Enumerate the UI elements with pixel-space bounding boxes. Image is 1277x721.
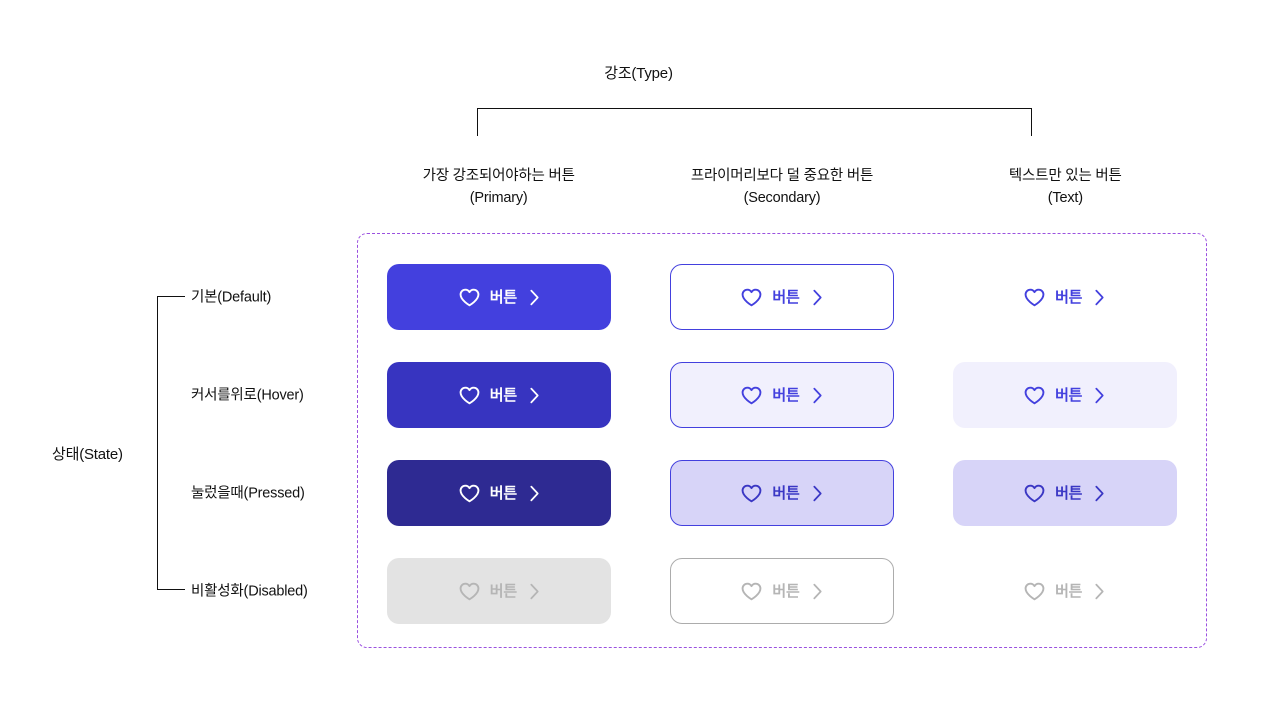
button-secondary-pressed[interactable]: 버튼 xyxy=(670,460,894,526)
button-label: 버튼 xyxy=(772,582,800,600)
heart-outline-icon xyxy=(459,288,480,307)
cell-secondary-disabled: 버튼 xyxy=(641,558,924,624)
button-text-disabled: 버튼 xyxy=(953,558,1177,624)
heart-outline-icon xyxy=(741,386,762,405)
heart-outline-icon xyxy=(1024,288,1045,307)
button-secondary-default[interactable]: 버튼 xyxy=(670,264,894,330)
state-label-default: 기본(Default) xyxy=(191,289,272,306)
button-row-hover: 버튼 버튼 버튼 xyxy=(358,362,1206,428)
cell-secondary-default: 버튼 xyxy=(641,264,924,330)
state-axis-bracket-tick-top xyxy=(157,296,185,297)
chevron-right-icon xyxy=(812,485,823,502)
chevron-right-icon xyxy=(1094,289,1105,306)
button-row-pressed: 버튼 버튼 버튼 xyxy=(358,460,1206,526)
chevron-right-icon xyxy=(812,387,823,404)
cell-secondary-pressed: 버튼 xyxy=(641,460,924,526)
cell-text-pressed: 버튼 xyxy=(923,460,1206,526)
heart-outline-icon xyxy=(741,582,762,601)
button-text-hover[interactable]: 버튼 xyxy=(952,362,1177,428)
button-label: 버튼 xyxy=(772,288,800,306)
state-label-disabled: 비활성화(Disabled) xyxy=(191,583,308,600)
button-label: 버튼 xyxy=(1055,484,1083,502)
cell-primary-hover: 버튼 xyxy=(358,362,641,428)
column-header-secondary-line1: 프라이머리보다 덜 중요한 버튼 xyxy=(690,168,874,184)
button-primary-pressed[interactable]: 버튼 xyxy=(387,460,612,526)
type-axis-bracket-drop-right xyxy=(1031,108,1032,136)
chevron-right-icon xyxy=(1094,485,1105,502)
cell-secondary-hover: 버튼 xyxy=(641,362,924,428)
column-header-secondary-line2: (Secondary) xyxy=(743,190,821,206)
state-axis-bracket xyxy=(157,296,185,590)
button-row-default: 버튼 버튼 버튼 xyxy=(358,264,1206,330)
heart-outline-icon xyxy=(741,288,762,307)
column-header-primary: 가장 강조되어야하는 버튼 (Primary) xyxy=(357,165,640,209)
column-header-text-line2: (Text) xyxy=(1047,190,1083,206)
state-axis-bracket-rail xyxy=(157,296,158,590)
heart-outline-icon xyxy=(741,484,762,503)
heart-outline-icon xyxy=(1024,484,1045,503)
cell-text-default: 버튼 xyxy=(923,264,1206,330)
chevron-right-icon xyxy=(812,289,823,306)
type-axis-bracket-rail xyxy=(477,108,1032,109)
column-header-primary-line2: (Primary) xyxy=(469,190,528,206)
heart-outline-icon xyxy=(459,484,480,503)
type-axis-bracket-drop-left xyxy=(477,108,478,136)
state-label-pressed: 눌렀을때(Pressed) xyxy=(191,485,305,502)
state-label-hover: 커서를위로(Hover) xyxy=(191,387,304,404)
button-secondary-hover[interactable]: 버튼 xyxy=(670,362,894,428)
cell-primary-default: 버튼 xyxy=(358,264,641,330)
chevron-right-icon xyxy=(529,485,540,502)
button-row-disabled: 버튼 버튼 버튼 xyxy=(358,558,1206,624)
button-text-pressed[interactable]: 버튼 xyxy=(952,460,1177,526)
column-header-text: 텍스트만 있는 버튼 (Text) xyxy=(924,165,1207,209)
type-axis-bracket xyxy=(477,108,1032,136)
state-axis-title: 상태(State) xyxy=(52,446,123,463)
cell-primary-disabled: 버튼 xyxy=(358,558,641,624)
button-primary-hover[interactable]: 버튼 xyxy=(387,362,612,428)
chevron-right-icon xyxy=(529,289,540,306)
chevron-right-icon xyxy=(529,583,540,600)
heart-outline-icon xyxy=(459,386,480,405)
button-label: 버튼 xyxy=(772,386,800,404)
chevron-right-icon xyxy=(812,583,823,600)
chevron-right-icon xyxy=(1094,387,1105,404)
heart-outline-icon xyxy=(1024,582,1045,601)
heart-outline-icon xyxy=(459,582,480,601)
heart-outline-icon xyxy=(1024,386,1045,405)
button-label: 버튼 xyxy=(1055,582,1083,600)
button-label: 버튼 xyxy=(489,582,517,600)
state-axis-bracket-tick-bottom xyxy=(157,589,185,590)
chevron-right-icon xyxy=(1094,583,1105,600)
button-label: 버튼 xyxy=(772,484,800,502)
button-primary-default[interactable]: 버튼 xyxy=(387,264,612,330)
button-label: 버튼 xyxy=(1055,386,1083,404)
cell-text-hover: 버튼 xyxy=(923,362,1206,428)
button-label: 버튼 xyxy=(489,288,517,306)
button-primary-disabled: 버튼 xyxy=(387,558,612,624)
cell-text-disabled: 버튼 xyxy=(923,558,1206,624)
button-secondary-disabled: 버튼 xyxy=(670,558,894,624)
button-label: 버튼 xyxy=(489,484,517,502)
button-matrix-container: 버튼 버튼 버튼 xyxy=(357,233,1207,648)
button-label: 버튼 xyxy=(1055,288,1083,306)
column-header-text-line1: 텍스트만 있는 버튼 xyxy=(1008,168,1122,184)
column-header-secondary: 프라이머리보다 덜 중요한 버튼 (Secondary) xyxy=(640,165,923,209)
cell-primary-pressed: 버튼 xyxy=(358,460,641,526)
column-header-primary-line1: 가장 강조되어야하는 버튼 xyxy=(422,168,575,184)
type-axis-title: 강조(Type) xyxy=(604,65,673,82)
button-text-default[interactable]: 버튼 xyxy=(953,264,1177,330)
button-label: 버튼 xyxy=(489,386,517,404)
column-headers: 가장 강조되어야하는 버튼 (Primary) 프라이머리보다 덜 중요한 버튼… xyxy=(357,165,1207,209)
chevron-right-icon xyxy=(529,387,540,404)
